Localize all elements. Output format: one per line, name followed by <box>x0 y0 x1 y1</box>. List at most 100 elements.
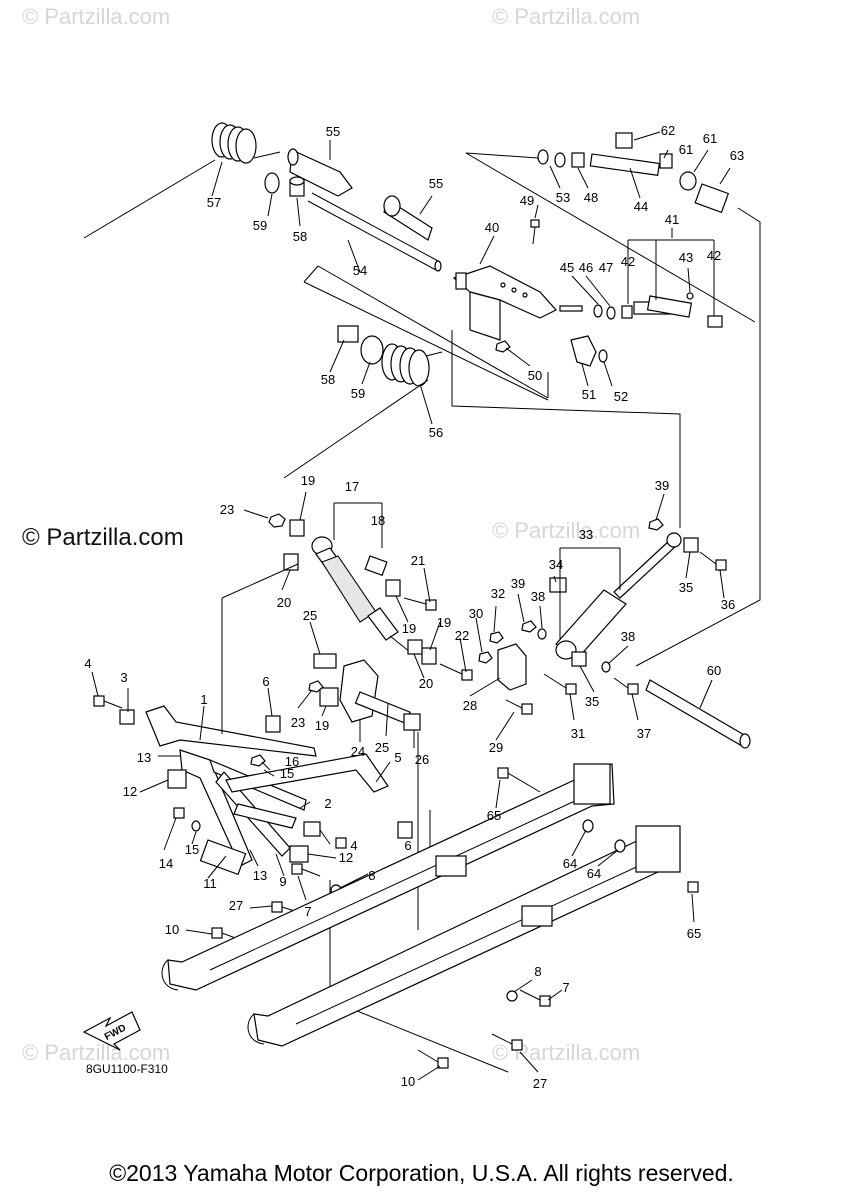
collar-18 <box>364 555 388 577</box>
callout-33: 33 <box>579 527 593 542</box>
callout-8: 8 <box>368 868 375 883</box>
callout-61: 61 <box>679 142 693 157</box>
callout-52: 52 <box>614 389 628 404</box>
callout-48: 48 <box>584 190 598 205</box>
washer-8-lower <box>506 990 518 1002</box>
callout-35: 35 <box>679 580 693 595</box>
callout-20: 20 <box>277 595 291 610</box>
callout-19: 19 <box>437 615 451 630</box>
callout-38: 38 <box>531 589 545 604</box>
shaft-60 <box>645 679 751 749</box>
collar-62 <box>615 132 633 149</box>
callout-32: 32 <box>491 586 505 601</box>
shock-absorber-17 <box>311 536 411 653</box>
callout-18: 18 <box>371 513 385 528</box>
spacer-25-a <box>313 653 337 669</box>
callout-6: 6 <box>404 838 411 853</box>
callout-64: 64 <box>563 856 577 871</box>
callout-42: 42 <box>621 254 635 269</box>
bolt-36 <box>699 551 727 571</box>
bushing-42-left <box>621 305 633 319</box>
nut-30 <box>478 651 493 664</box>
bolt-65-lower <box>687 881 699 893</box>
arm-2 <box>233 803 297 829</box>
collar-12-b <box>289 845 309 863</box>
bushing-3 <box>119 709 135 725</box>
slide-rail-right <box>247 825 681 1047</box>
washer-59-lower <box>360 335 384 365</box>
washer-53-b <box>554 152 566 168</box>
callout-54: 54 <box>353 263 367 278</box>
callout-57: 57 <box>207 195 221 210</box>
diagram-code: 8GU1100-F310 <box>86 1062 168 1076</box>
callout-9: 9 <box>279 874 286 889</box>
bushing-61 <box>659 153 673 169</box>
callout-15: 15 <box>185 842 199 857</box>
sleeve-63 <box>694 183 730 214</box>
callout-36: 36 <box>721 597 735 612</box>
washer-64-b <box>614 839 626 853</box>
spacer-55-a <box>287 148 353 197</box>
callout-35: 35 <box>585 694 599 709</box>
collar-12-a <box>167 769 187 789</box>
callout-65: 65 <box>487 808 501 823</box>
pin-45 <box>559 305 583 312</box>
callout-19: 19 <box>301 473 315 488</box>
pivot-arm-41 <box>633 295 693 318</box>
callout-56: 56 <box>429 425 443 440</box>
callout-7: 7 <box>304 904 311 919</box>
block-51 <box>570 335 597 367</box>
callout-21: 21 <box>411 553 425 568</box>
bracket-24 <box>339 659 379 723</box>
callout-41: 41 <box>665 212 679 227</box>
callout-44: 44 <box>634 199 648 214</box>
spacer-55-b <box>383 195 433 241</box>
spacer-26 <box>403 713 421 731</box>
callout-24: 24 <box>351 744 365 759</box>
callout-46: 46 <box>579 260 593 275</box>
washer-38-b <box>601 661 611 673</box>
callout-22: 22 <box>455 628 469 643</box>
bushing-20-arm <box>407 639 423 655</box>
bolt-31 <box>543 673 577 695</box>
arm-1 <box>145 705 317 757</box>
callout-2: 2 <box>324 796 331 811</box>
clip-52 <box>598 349 608 363</box>
callout-11: 11 <box>203 876 217 891</box>
callout-1: 1 <box>200 692 207 707</box>
callout-25: 25 <box>375 740 389 755</box>
callout-61: 61 <box>703 131 717 146</box>
callout-28: 28 <box>463 698 477 713</box>
callout-43: 43 <box>679 250 693 265</box>
callout-34: 34 <box>549 557 563 572</box>
callout-19: 19 <box>315 718 329 733</box>
shock-absorber-33 <box>555 532 682 660</box>
group-outline-40 <box>317 265 549 399</box>
callout-55: 55 <box>429 176 443 191</box>
watermark-top-left: © Partzilla.com <box>22 4 171 29</box>
callout-15: 15 <box>280 766 294 781</box>
nut-39-b <box>648 518 664 531</box>
leader-lines <box>91 131 731 1081</box>
washer-46 <box>593 304 603 318</box>
forward-arrow-icon: FWD <box>82 1011 141 1051</box>
nut-23-arm <box>308 680 324 693</box>
callout-3: 3 <box>120 670 127 685</box>
callout-8: 8 <box>534 964 541 979</box>
callout-12: 12 <box>123 784 137 799</box>
callout-10: 10 <box>165 922 179 937</box>
callout-50: 50 <box>528 368 542 383</box>
callout-53: 53 <box>556 190 570 205</box>
callout-58: 58 <box>321 372 335 387</box>
bushing-58-top <box>289 176 305 197</box>
bushing-35-a <box>571 651 587 667</box>
grease-nipple-43 <box>686 292 694 300</box>
bracket-28 <box>497 643 527 691</box>
callout-10: 10 <box>401 1074 415 1089</box>
callout-65: 65 <box>687 926 701 941</box>
shaft-44 <box>589 153 661 177</box>
watermark-middle-right: © Partzilla.com <box>492 518 641 543</box>
callout-13: 13 <box>137 750 151 765</box>
